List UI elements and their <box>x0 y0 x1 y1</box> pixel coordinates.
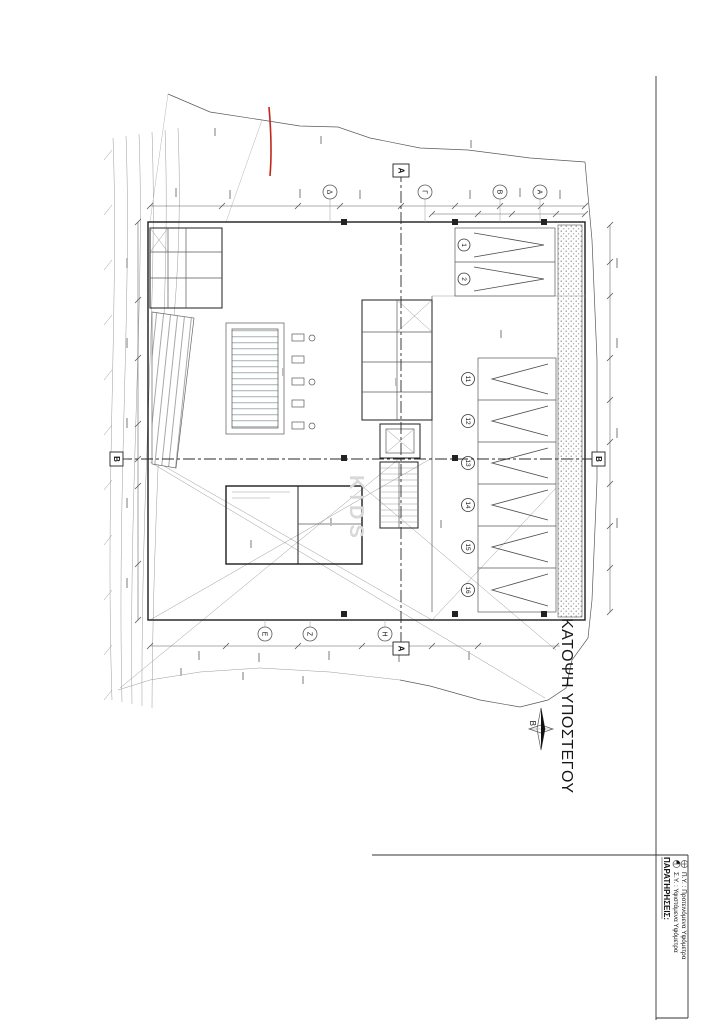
grid-letter: Β <box>496 190 503 195</box>
sunbeds <box>291 333 316 430</box>
stall-chevron <box>490 489 549 521</box>
section-flag-b-left <box>109 451 124 467</box>
grid-marker <box>417 184 433 200</box>
grid-letter: Δ <box>326 190 333 195</box>
grid-marker <box>492 184 508 200</box>
dimension-lines <box>134 202 614 650</box>
title-block: ΠΑΡΑΤΗΡΗΣΕΙΣ: Σ.Υ. : Υφιστάμενα Υψόμετρα… <box>661 857 689 960</box>
stall-number-circle <box>461 456 475 470</box>
note-line-2: Π.Υ. : Προτεινόμενα Υψόμετρα <box>680 872 688 960</box>
grid-marker <box>322 184 338 200</box>
ramp-wedge <box>151 311 195 469</box>
stall-chevron <box>490 405 549 437</box>
section-letter-b: B <box>112 456 121 462</box>
north-label: Β <box>528 721 537 726</box>
elevator-shaft <box>379 423 421 459</box>
stall-number: 1 <box>460 243 467 247</box>
stall-chevron <box>490 363 549 395</box>
grid-letter: Ε <box>261 632 268 637</box>
stall-number-circle <box>461 540 475 554</box>
stall-number: 2 <box>460 277 467 281</box>
stall-number-circle <box>461 583 475 597</box>
grid-marker <box>257 626 273 642</box>
pool <box>225 322 285 435</box>
staircase <box>379 461 419 529</box>
benchmark-symbol <box>672 860 681 868</box>
benchmark-symbol <box>680 860 689 868</box>
watermark: KIDS <box>345 475 367 543</box>
section-letter-a: A <box>396 646 405 652</box>
grid-marker <box>302 626 318 642</box>
stall-number-circle <box>457 272 471 286</box>
drawing-title: ΚΑΤΟΨΗ ΥΠΟΣΤΕΓΟΥ <box>558 618 575 794</box>
parking-stalls-top: 1 2 <box>454 227 556 297</box>
red-boundary-line <box>268 106 272 177</box>
section-lines: A A B B <box>109 163 606 656</box>
section-letter-a: A <box>396 168 405 174</box>
grid-letter: Α <box>536 190 543 195</box>
grid-letter: Γ <box>421 190 428 194</box>
site-boundary <box>117 93 598 708</box>
stall-number: 14 <box>464 501 471 509</box>
stall-number-circle <box>461 372 475 386</box>
building-plan: 1 2 11 12 13 14 15 16 <box>147 219 586 621</box>
slope-hatch <box>103 149 113 701</box>
stall-number: 16 <box>464 586 471 594</box>
stall-number: 12 <box>464 417 471 425</box>
stall-chevron <box>473 266 545 292</box>
grid-letter: Ζ <box>306 632 313 637</box>
planting-strip <box>557 224 583 618</box>
stall-chevron <box>490 573 549 607</box>
section-flag-b-right <box>591 451 606 467</box>
stall-chevron <box>473 232 545 258</box>
stall-number: 15 <box>464 543 471 551</box>
stall-chevron <box>490 447 549 479</box>
section-letter-b: B <box>594 456 603 462</box>
stall-number: 13 <box>464 459 471 467</box>
stall-number-circle <box>461 414 475 428</box>
stall-number: 11 <box>464 376 471 383</box>
grid-marker <box>532 184 548 200</box>
north-compass: Β <box>527 707 555 751</box>
parking-stalls-right: 11 12 13 14 15 16 <box>461 357 557 613</box>
entrance-block <box>149 227 223 309</box>
annotation-noise <box>126 128 618 684</box>
grid-letter: Η <box>381 631 388 636</box>
stall-chevron <box>490 531 549 563</box>
grid-marker <box>377 626 393 642</box>
note-line-1: Σ.Υ. : Υφιστάμενα Υψόμετρα <box>672 872 680 953</box>
columns <box>341 219 547 617</box>
sheet-border <box>372 76 689 1020</box>
notes-title: ΠΑΡΑΤΗΡΗΣΕΙΣ: <box>662 857 671 920</box>
grid-markers: Δ Γ Β Α Ε Ζ Η <box>257 184 548 642</box>
construction-diagonals <box>119 457 557 699</box>
service-rooms <box>361 299 433 421</box>
section-flag-a-top <box>392 163 410 178</box>
section-flag-a-bottom <box>392 641 410 656</box>
stall-number-circle <box>457 238 471 252</box>
stall-number-circle <box>461 498 475 512</box>
building-outline <box>147 221 586 621</box>
storage-rooms <box>225 485 363 565</box>
